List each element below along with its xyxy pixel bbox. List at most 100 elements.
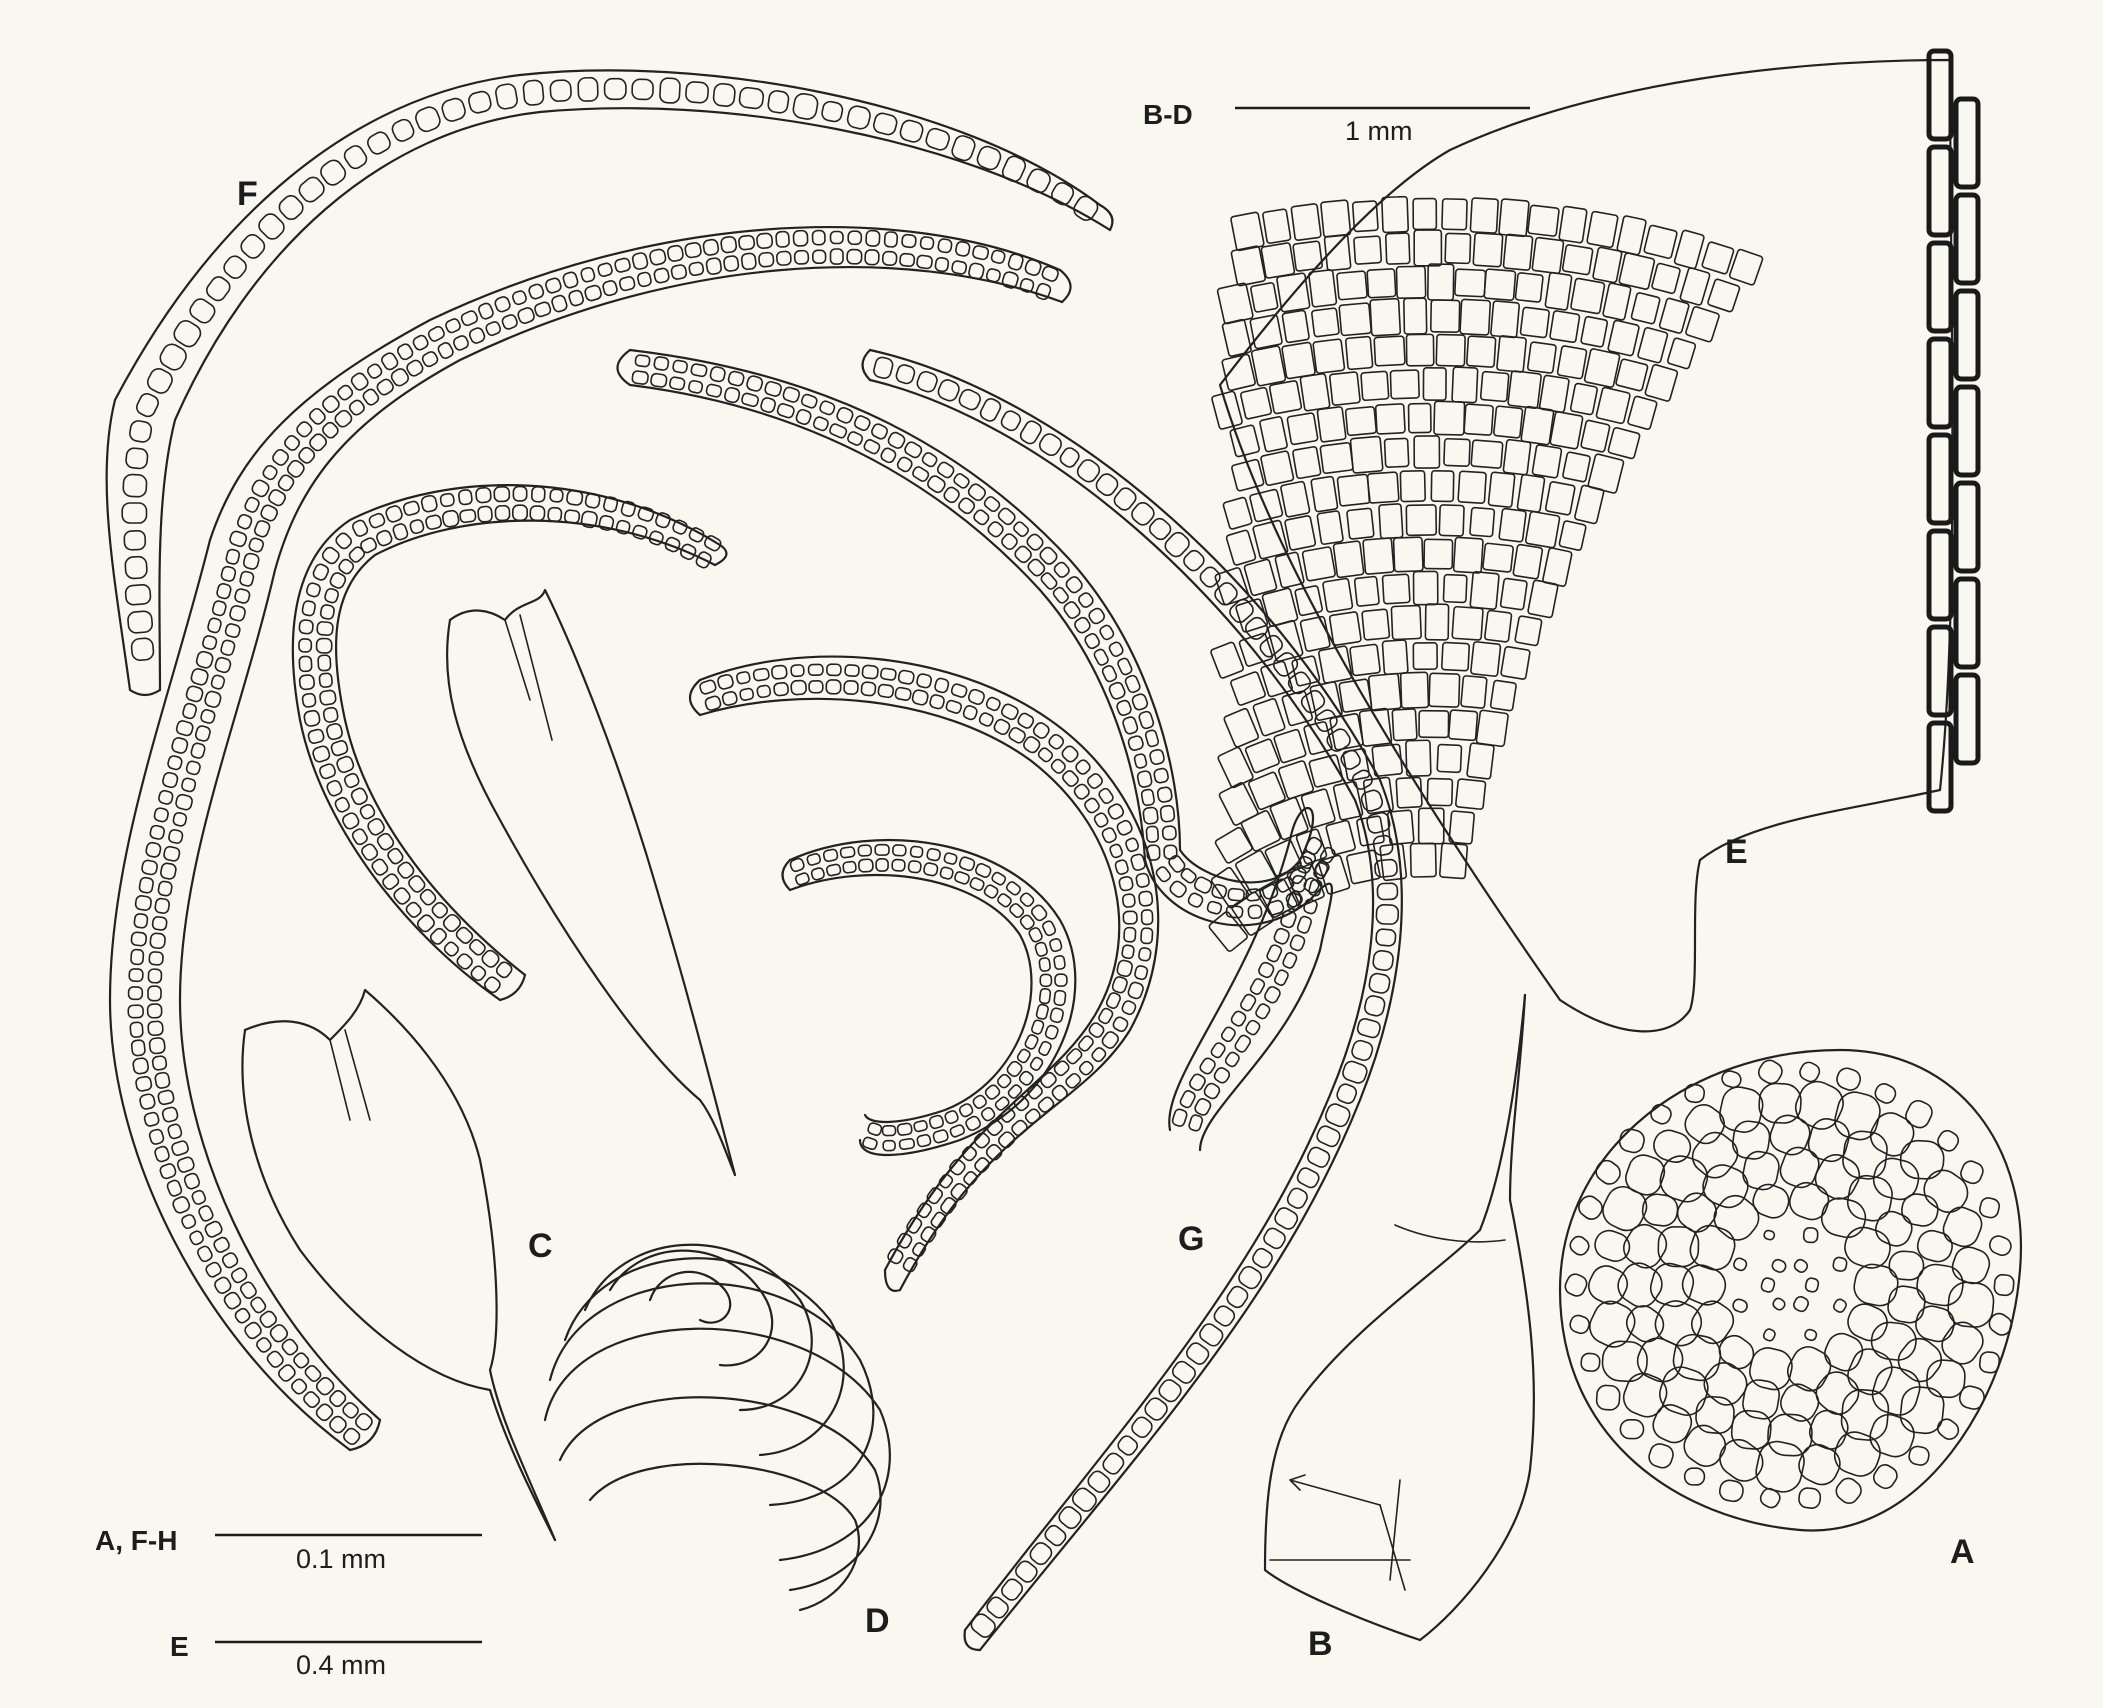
cell bbox=[151, 1055, 168, 1071]
cell bbox=[1391, 708, 1418, 742]
cell bbox=[1512, 543, 1544, 580]
cell bbox=[122, 473, 148, 498]
cell bbox=[793, 249, 810, 265]
cell bbox=[1286, 1187, 1308, 1209]
cell bbox=[906, 1216, 923, 1234]
cell bbox=[1960, 1160, 1984, 1185]
cell bbox=[1375, 903, 1400, 925]
cell bbox=[1824, 1332, 1864, 1372]
cell bbox=[1284, 515, 1317, 551]
cell bbox=[1872, 1464, 1898, 1490]
cell bbox=[1116, 819, 1133, 836]
cell bbox=[129, 420, 153, 443]
cell bbox=[1169, 880, 1187, 898]
right-long-leaf-section bbox=[861, 348, 1403, 1652]
cell bbox=[1199, 566, 1221, 588]
cell bbox=[1442, 573, 1468, 604]
cell bbox=[376, 529, 393, 547]
cell bbox=[1719, 1438, 1764, 1482]
cell bbox=[1208, 911, 1248, 952]
cell bbox=[343, 772, 360, 789]
cell bbox=[298, 446, 316, 464]
cell bbox=[468, 90, 492, 114]
cell bbox=[1685, 306, 1720, 343]
cell bbox=[1926, 1359, 1966, 1399]
cell bbox=[650, 372, 668, 388]
cell bbox=[1466, 742, 1495, 780]
cell bbox=[1684, 1083, 1706, 1104]
cell bbox=[1908, 1445, 1930, 1466]
cell bbox=[224, 623, 241, 639]
cell bbox=[967, 483, 986, 502]
cell bbox=[861, 664, 879, 680]
cell bbox=[1299, 615, 1331, 652]
cell bbox=[1730, 1409, 1772, 1450]
cell bbox=[1757, 1059, 1783, 1085]
cell bbox=[846, 105, 871, 130]
cell bbox=[130, 931, 148, 947]
cell bbox=[672, 519, 688, 535]
cell bbox=[1659, 1366, 1709, 1416]
cell bbox=[1409, 842, 1437, 878]
cell bbox=[1252, 1247, 1273, 1269]
cell bbox=[1636, 1337, 1684, 1383]
cell bbox=[427, 325, 445, 342]
cell bbox=[495, 961, 513, 979]
cell bbox=[1301, 546, 1336, 582]
cell bbox=[1249, 314, 1283, 350]
cell bbox=[1024, 1034, 1039, 1050]
cell bbox=[699, 679, 717, 695]
cell bbox=[934, 677, 950, 694]
cell bbox=[1542, 547, 1573, 587]
cell bbox=[937, 379, 960, 402]
cell bbox=[1483, 268, 1517, 301]
cell bbox=[789, 857, 805, 873]
cell bbox=[1009, 903, 1025, 919]
cell bbox=[880, 667, 897, 681]
cell bbox=[881, 1124, 897, 1137]
cell bbox=[873, 356, 894, 380]
cell bbox=[1844, 1226, 1891, 1269]
cell bbox=[920, 1226, 937, 1243]
cell bbox=[154, 1145, 170, 1163]
cell bbox=[1625, 1154, 1666, 1196]
cell bbox=[1479, 370, 1510, 403]
cell bbox=[1044, 1024, 1059, 1040]
cell bbox=[301, 600, 316, 617]
cell bbox=[1374, 858, 1398, 878]
cell bbox=[148, 1037, 166, 1055]
cell bbox=[1035, 282, 1052, 301]
cell bbox=[1376, 882, 1399, 901]
cell bbox=[129, 1021, 144, 1038]
cell bbox=[1001, 155, 1027, 183]
cell bbox=[1213, 1305, 1236, 1327]
cell bbox=[1788, 1181, 1830, 1221]
cell bbox=[1916, 1263, 1964, 1307]
cell bbox=[1336, 270, 1368, 301]
cell bbox=[1121, 1000, 1137, 1016]
inner-c-cells bbox=[789, 843, 1068, 1152]
cell bbox=[1562, 451, 1591, 483]
cell bbox=[181, 1214, 197, 1230]
cell bbox=[1116, 699, 1132, 716]
cell bbox=[1289, 934, 1306, 952]
cell bbox=[1412, 642, 1438, 671]
cell bbox=[1044, 1524, 1067, 1547]
figure-b-leaf-outline bbox=[1263, 993, 1535, 1642]
cell bbox=[655, 512, 671, 529]
cell bbox=[1993, 1273, 2015, 1297]
cell bbox=[223, 1291, 242, 1310]
cell bbox=[1595, 386, 1631, 425]
cell bbox=[335, 532, 353, 550]
cell bbox=[1026, 533, 1044, 551]
cell bbox=[907, 860, 922, 874]
cell bbox=[1651, 262, 1681, 295]
cell bbox=[1758, 1082, 1802, 1124]
cell bbox=[1362, 537, 1395, 575]
cell bbox=[1379, 843, 1408, 882]
cell bbox=[1666, 337, 1697, 370]
cell bbox=[1264, 986, 1281, 1004]
cell bbox=[943, 486, 960, 504]
cell bbox=[874, 843, 890, 856]
